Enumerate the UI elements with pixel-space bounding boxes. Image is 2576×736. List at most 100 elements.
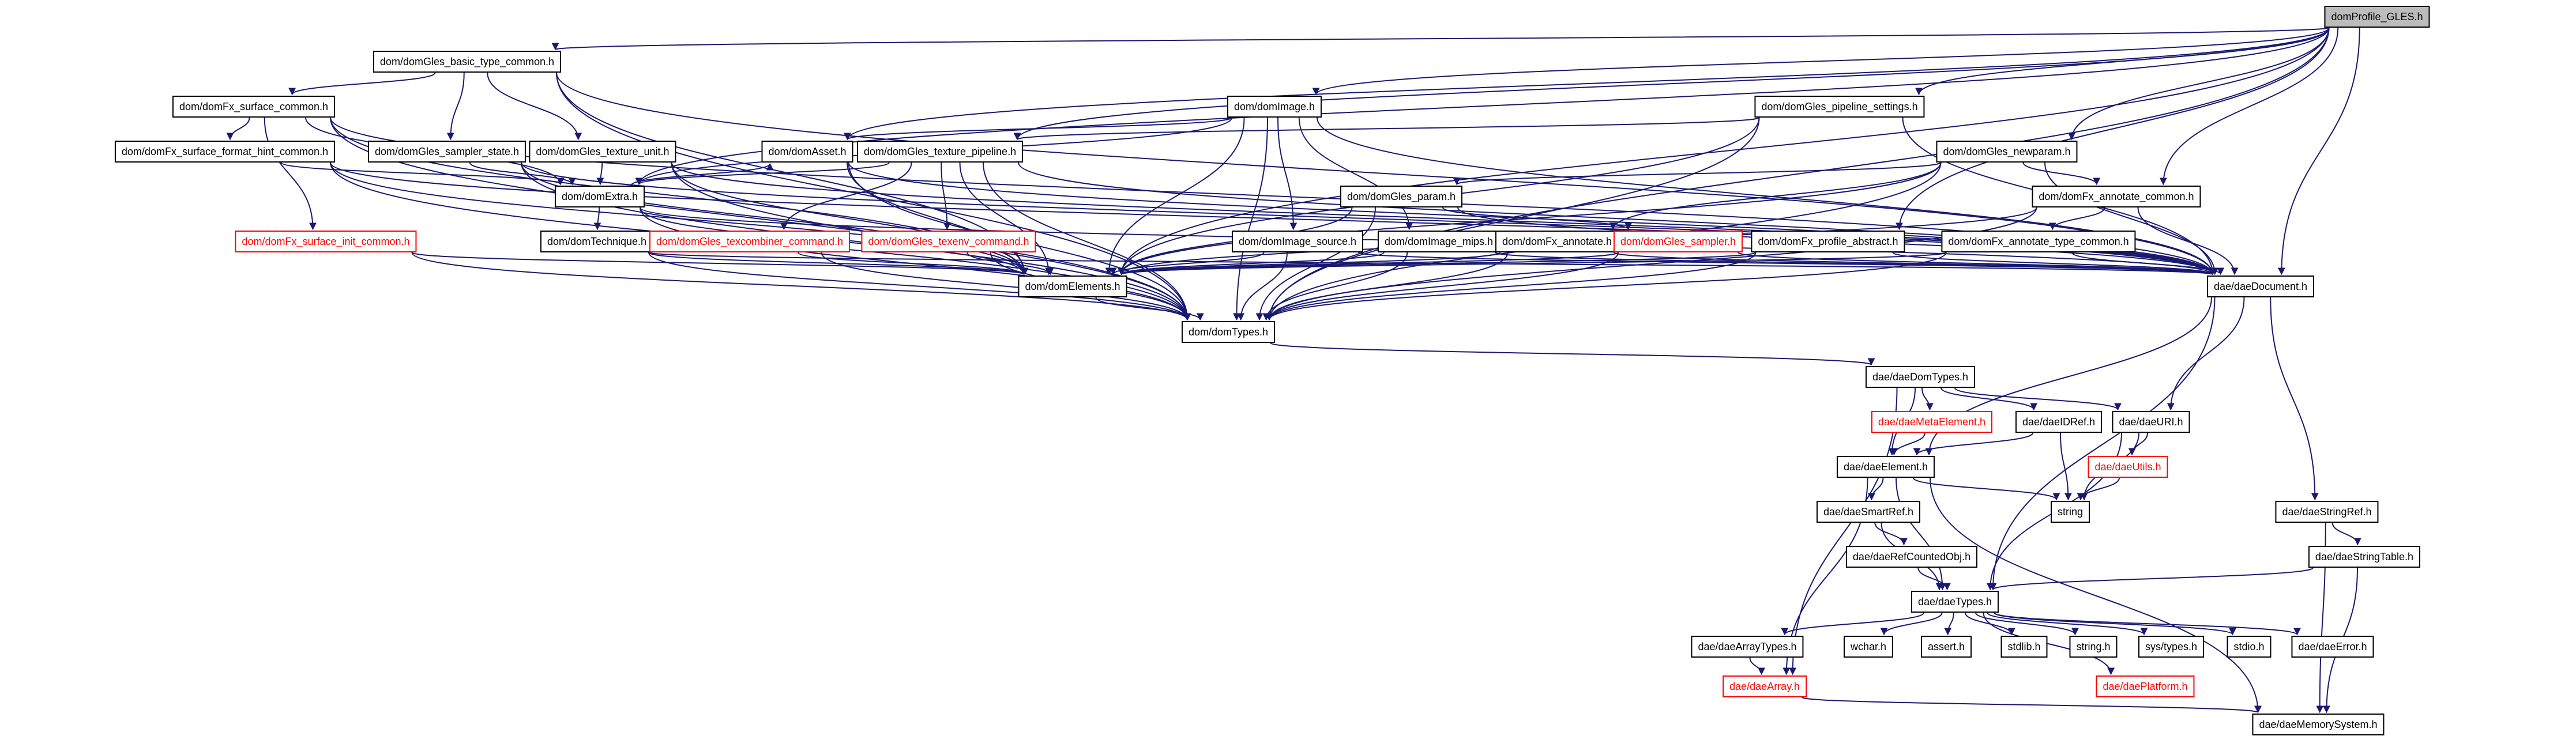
node-assert[interactable]: assert.h xyxy=(1920,636,1972,658)
edge-texenv-to-elements xyxy=(967,252,1054,275)
node-daeIDRef[interactable]: dae/daeIDRef.h xyxy=(2015,411,2103,433)
node-texture-unit[interactable]: dom/domGles_texture_unit.h xyxy=(529,141,676,163)
edge-newparam-to-daeDocument xyxy=(2044,162,2219,275)
node-daeURI[interactable]: dae/daeURI.h xyxy=(2112,411,2190,433)
node-technique[interactable]: dom/domTechnique.h xyxy=(540,231,654,252)
edge-technique-to-types xyxy=(648,252,1191,321)
edge-image-to-types xyxy=(1232,117,1268,321)
edge-daeElement-to-daeTypes xyxy=(1896,477,1946,591)
edge-sampler_state-to-elements xyxy=(521,162,1028,275)
node-daeDocument[interactable]: dae/daeDocument.h xyxy=(2206,275,2315,297)
node-stdlib[interactable]: stdlib.h xyxy=(2000,636,2048,658)
edge-daeDomTypes-to-daeArray xyxy=(1789,387,1898,675)
edge-daeElement-to-std_string xyxy=(1913,477,2060,501)
node-sampler-state[interactable]: dom/domGles_sampler_state.h xyxy=(367,141,527,163)
node-newparam[interactable]: dom/domGles_newparam.h xyxy=(1936,141,2078,163)
node-string-h[interactable]: string.h xyxy=(2069,636,2118,658)
edge-texture_pipeline-to-texenv xyxy=(941,162,951,231)
node-gles-param[interactable]: dom/domGles_param.h xyxy=(1340,186,1463,207)
node-daeRefCountedObj[interactable]: dae/daeRefCountedObj.h xyxy=(1845,546,1978,568)
edge-profile-to-gles_basic xyxy=(552,27,2330,51)
edge-daeStringTable-to-daeTypes xyxy=(1989,567,2314,591)
node-daeDomTypes[interactable]: dae/daeDomTypes.h xyxy=(1865,366,1976,388)
node-daeTypes[interactable]: dae/daeTypes.h xyxy=(1911,591,1999,613)
node-daeError[interactable]: dae/daeError.h xyxy=(2291,636,2374,658)
edge-daeDocument-to-daeTypes xyxy=(1989,297,2216,591)
node-sys-types[interactable]: sys/types.h xyxy=(2138,636,2205,658)
node-daeStringTable[interactable]: dae/daeStringTable.h xyxy=(2308,546,2421,568)
edge-texture_pipeline-to-elements xyxy=(959,162,1053,275)
node-texenv[interactable]: dom/domGles_texenv_command.h xyxy=(861,231,1036,252)
node-texture-pipeline[interactable]: dom/domGles_texture_pipeline.h xyxy=(856,141,1024,163)
edge-daeTypes-to-assert xyxy=(1944,612,1954,636)
node-wchar[interactable]: wchar.h xyxy=(1843,636,1894,658)
edge-texture_pipeline-to-daeDocument xyxy=(1018,162,2217,275)
node-elements[interactable]: dom/domElements.h xyxy=(1018,275,1127,297)
edge-texture_pipeline-to-extra xyxy=(635,162,890,186)
node-daeElement[interactable]: dae/daeElement.h xyxy=(1836,456,1935,478)
node-daeSmartRef[interactable]: dae/daeSmartRef.h xyxy=(1816,501,1921,523)
edge-daeStringRef-to-daeStringTable xyxy=(2331,522,2361,546)
node-extra[interactable]: dom/domExtra.h xyxy=(554,186,645,207)
node-std-string[interactable]: string xyxy=(2050,501,2090,523)
edge-fx_profile_abstract-to-types xyxy=(1265,252,1757,321)
node-daeUtils[interactable]: dae/daeUtils.h xyxy=(2088,456,2168,478)
edge-profile-to-image xyxy=(1312,27,2330,96)
node-texcombiner[interactable]: dom/domGles_texcombiner_command.h xyxy=(649,231,851,252)
node-fx-profile-abstract[interactable]: dom/domFx_profile_abstract.h xyxy=(1751,231,1905,252)
node-fx-surface-init[interactable]: dom/domFx_surface_init_common.h xyxy=(235,231,417,252)
edge-fx_surface_init-to-types xyxy=(411,252,1191,321)
edge-fx_annotate_common-to-daeDocument xyxy=(2137,207,2239,275)
node-daeArray[interactable]: dae/daeArray.h xyxy=(1723,675,1807,697)
edge-image-to-asset xyxy=(844,117,1232,141)
node-image-source[interactable]: dom/domImage_source.h xyxy=(1231,231,1364,252)
edge-image-to-image_mips xyxy=(1298,117,1413,231)
edge-daeTypes-to-wchar xyxy=(1880,612,1943,636)
edge-texture_pipeline-to-types xyxy=(983,162,1191,321)
edge-profile-to-types xyxy=(1265,27,2330,321)
edge-pipeline-to-types xyxy=(1265,117,1760,321)
edge-gles_basic-to-sampler_state xyxy=(446,72,465,141)
edge-daeTypes-to-stdlib xyxy=(1965,612,2015,636)
edge-fx_annotate_type-to-elements xyxy=(1118,252,1947,275)
edge-daeArray-to-daeMemorySystem xyxy=(1802,697,2262,714)
node-profile[interactable]: domProfile_GLES.h xyxy=(2324,6,2430,28)
edge-types-to-daeDomTypes xyxy=(1270,342,1875,366)
edge-gles_param-to-gles_sampler xyxy=(1442,207,1632,231)
node-fx-annotate-type[interactable]: dom/domFx_annotate_type_common.h xyxy=(1941,231,2136,252)
edge-extra-to-asset xyxy=(630,163,774,186)
edge-image-to-daeDocument xyxy=(1317,117,2217,275)
edge-gles_basic-to-texture_unit xyxy=(487,72,582,141)
node-daeArrayTypes[interactable]: dae/daeArrayTypes.h xyxy=(1691,636,1804,658)
node-gles-basic[interactable]: dom/domGles_basic_type_common.h xyxy=(373,51,562,73)
node-types[interactable]: dom/domTypes.h xyxy=(1181,321,1276,343)
node-image-mips[interactable]: dom/domImage_mips.h xyxy=(1377,231,1501,252)
edge-gles_sampler-to-types xyxy=(1265,252,1619,321)
edge-fx_annotate_type-to-daeDocument xyxy=(2071,252,2225,275)
edge-fx_annotate-to-elements xyxy=(1118,252,1501,275)
edge-daeTypes-to-daeError xyxy=(1994,612,2301,636)
node-daeMetaElement[interactable]: dae/daeMetaElement.h xyxy=(1871,411,1993,433)
edge-profile-to-newparam xyxy=(2068,27,2330,141)
edge-newparam-to-fx_annotate xyxy=(1609,162,1942,231)
node-daeStringRef[interactable]: dae/daeStringRef.h xyxy=(2275,501,2379,523)
node-pipeline[interactable]: dom/domGles_pipeline_settings.h xyxy=(1754,96,1925,118)
node-daePlatform[interactable]: dae/daePlatform.h xyxy=(2096,675,2195,697)
node-fx-annotate-common[interactable]: dom/domFx_annotate_common.h xyxy=(2032,186,2201,207)
node-gles-sampler[interactable]: dom/domGles_sampler.h xyxy=(1613,231,1743,252)
edge-gles_basic-to-types xyxy=(556,72,1191,321)
node-stdio[interactable]: stdio.h xyxy=(2227,636,2272,658)
edge-profile-to-elements xyxy=(1118,27,2330,275)
node-format-hint[interactable]: dom/domFx_surface_format_hint_common.h xyxy=(114,141,336,163)
node-asset[interactable]: dom/domAsset.h xyxy=(761,141,853,163)
edge-profile-to-fx_annotate_common xyxy=(2159,27,2339,186)
node-fx-surface[interactable]: dom/domFx_surface_common.h xyxy=(172,96,336,118)
edge-fx_surface_init-to-elements xyxy=(411,252,1028,275)
edge-texture_pipeline-to-texcombiner xyxy=(780,162,912,231)
node-fx-annotate[interactable]: dom/domFx_annotate.h xyxy=(1495,231,1619,252)
node-image[interactable]: dom/domImage.h xyxy=(1227,96,1322,118)
edge-fx_annotate_type-to-types xyxy=(1265,252,1947,321)
edge-daeArrayTypes-to-daeArray xyxy=(1749,657,1766,675)
node-daeMemorySystem[interactable]: dae/daeMemorySystem.h xyxy=(2252,714,2385,735)
